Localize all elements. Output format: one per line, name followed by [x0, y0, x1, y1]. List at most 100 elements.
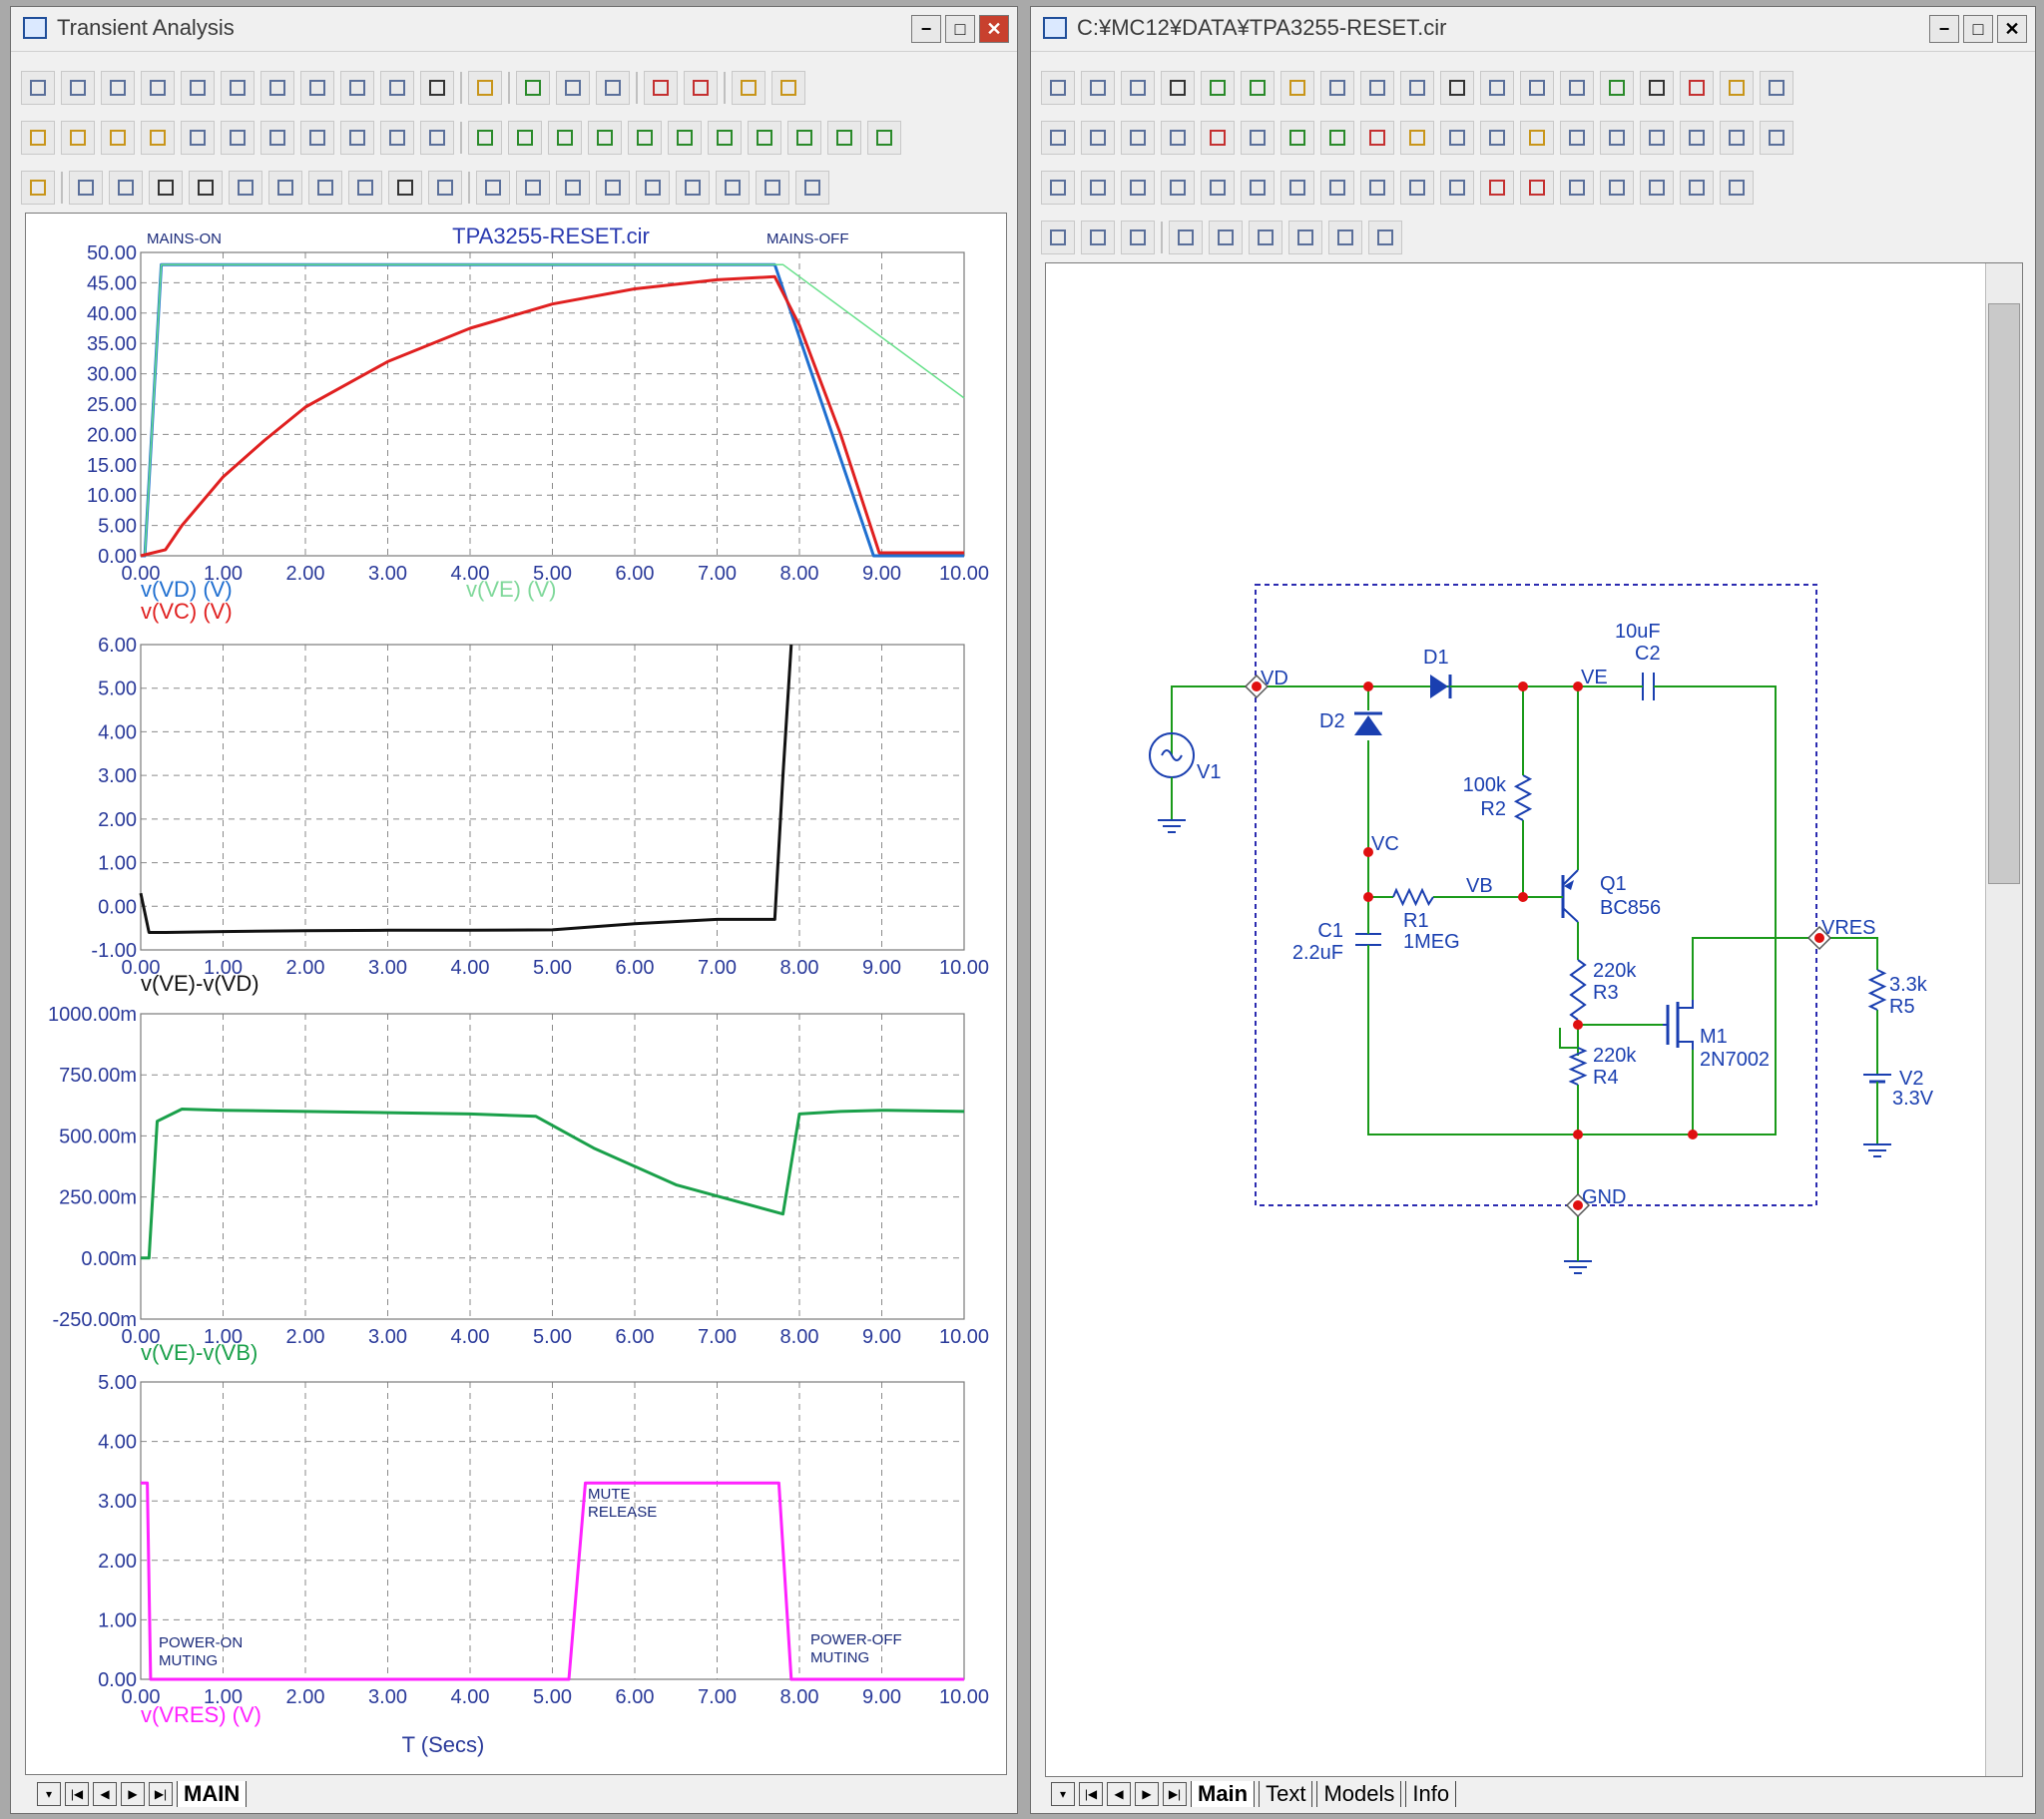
page-scroll-icon[interactable] — [1121, 171, 1155, 205]
diagonal-wire-icon[interactable] — [1201, 71, 1235, 105]
maximize-button[interactable]: □ — [1963, 15, 1993, 43]
maximize-button[interactable]: □ — [945, 15, 975, 43]
align-top-icon[interactable] — [1288, 221, 1322, 254]
bus-icon[interactable] — [1241, 71, 1275, 105]
condition-icon[interactable] — [1320, 121, 1354, 155]
node-numbers-icon[interactable] — [1121, 121, 1155, 155]
shape-icon[interactable] — [1320, 71, 1354, 105]
zoom-out-2-icon[interactable] — [268, 171, 302, 205]
info-icon[interactable] — [1520, 71, 1554, 105]
tab-info[interactable]: Info — [1405, 1781, 1457, 1807]
tag-horizontal-icon[interactable] — [300, 71, 334, 105]
tag-point-icon[interactable] — [260, 71, 294, 105]
power-icon[interactable] — [1280, 121, 1314, 155]
color-icon[interactable] — [428, 171, 462, 205]
zoom-in-icon[interactable] — [229, 171, 262, 205]
zoom-in-icon[interactable] — [1560, 171, 1594, 205]
text-icon[interactable] — [1161, 71, 1195, 105]
analysis-limits-icon[interactable] — [771, 71, 805, 105]
check-icon[interactable] — [1640, 71, 1674, 105]
align-top-icon[interactable] — [716, 171, 750, 205]
tab-main[interactable]: Main — [1191, 1781, 1256, 1807]
baseline-icon[interactable] — [149, 171, 183, 205]
schematic-titlebar[interactable]: C:¥MC12¥DATA¥TPA3255-RESET.cir − □ ✕ — [1031, 7, 2035, 52]
edit-page-icon[interactable] — [1201, 171, 1235, 205]
delete-page-icon[interactable] — [1520, 171, 1554, 205]
cursor-mode-icon[interactable] — [468, 121, 502, 155]
low-icon[interactable] — [141, 121, 175, 155]
minimize-button[interactable]: − — [1929, 15, 1959, 43]
cancel-icon[interactable] — [1280, 171, 1314, 205]
probe-icon[interactable] — [1680, 71, 1714, 105]
vertical-axis-icon[interactable] — [189, 171, 223, 205]
numeric-output-icon[interactable] — [69, 171, 103, 205]
zoom-y-icon[interactable] — [300, 121, 334, 155]
title-icon[interactable] — [1600, 121, 1634, 155]
zoom-xy-icon[interactable] — [340, 121, 374, 155]
wire[interactable] — [1522, 820, 1548, 898]
peak-cursor-icon[interactable] — [508, 121, 542, 155]
top-cursor-icon[interactable] — [787, 121, 821, 155]
align-middle-icon[interactable] — [756, 171, 789, 205]
run-icon[interactable] — [516, 71, 550, 105]
globe-icon[interactable] — [1600, 71, 1634, 105]
pin-names-icon[interactable] — [1360, 121, 1394, 155]
help-icon[interactable] — [1560, 71, 1594, 105]
rotate-icon[interactable] — [1720, 121, 1754, 155]
schematic-drawing[interactable]: V1D1D210uFC2100kR2R11MEGC12.2uFQ1BC85622… — [1149, 584, 1934, 1274]
window-icon[interactable] — [1400, 71, 1434, 105]
fit-icon[interactable] — [1640, 171, 1674, 205]
prev-tab-button[interactable]: ◀ — [1107, 1782, 1131, 1806]
diode-d1-icon[interactable] — [1430, 675, 1448, 698]
tab-models[interactable]: Models — [1316, 1781, 1402, 1807]
last-tab-button[interactable]: ▶| — [149, 1782, 173, 1806]
transient-analysis-window[interactable]: Transient Analysis − □ ✕ — [10, 6, 1018, 1814]
slope-icon[interactable] — [548, 121, 582, 155]
border-icon[interactable] — [1520, 121, 1554, 155]
grid-text-icon[interactable] — [1081, 121, 1115, 155]
peak-icon[interactable] — [21, 121, 55, 155]
zoom-x-icon[interactable] — [260, 121, 294, 155]
resistor-r4-icon[interactable] — [1568, 1047, 1588, 1086]
rise-cursor-icon[interactable] — [867, 121, 901, 155]
zoom-out-icon[interactable] — [1600, 171, 1634, 205]
first-tab-button[interactable]: |◀ — [1079, 1782, 1103, 1806]
global-high-icon[interactable] — [221, 121, 255, 155]
front-icon[interactable] — [1400, 171, 1434, 205]
probe-icon[interactable] — [1680, 171, 1714, 205]
align-bottom-icon[interactable] — [1368, 221, 1402, 254]
diode-d2-icon[interactable] — [1354, 715, 1382, 735]
optimize-icon[interactable] — [684, 71, 718, 105]
crosshair-icon[interactable] — [1440, 121, 1474, 155]
series-line-v-vres-v-[interactable] — [141, 1481, 964, 1681]
stepping-icon[interactable] — [644, 71, 678, 105]
flip-icon[interactable] — [1760, 121, 1793, 155]
scroll-thumb[interactable] — [1988, 303, 2020, 884]
pan-icon[interactable] — [1081, 71, 1115, 105]
paste-icon[interactable] — [21, 171, 55, 205]
table-icon[interactable] — [1440, 71, 1474, 105]
schematic-canvas[interactable]: V1D1D210uFC2100kR2R11MEGC12.2uFQ1BC85622… — [1046, 263, 1984, 1776]
grid-icon[interactable] — [1480, 121, 1514, 155]
close-button[interactable]: ✕ — [979, 15, 1009, 43]
next-tab-button[interactable]: ▶ — [121, 1782, 145, 1806]
warning-icon[interactable] — [1400, 121, 1434, 155]
find-next-icon[interactable] — [1081, 171, 1115, 205]
series-line-v-ve-v-vd-[interactable] — [139, 644, 793, 934]
copy-icon[interactable] — [1440, 171, 1474, 205]
attribute-text-icon[interactable] — [1041, 121, 1075, 155]
series-line-v-vc-v-[interactable] — [140, 274, 964, 558]
stop-icon[interactable] — [556, 71, 590, 105]
flag-icon[interactable] — [1360, 71, 1394, 105]
resistor-r5-icon[interactable] — [1867, 969, 1887, 1011]
align-center-icon[interactable] — [1209, 221, 1243, 254]
pan-icon[interactable] — [61, 71, 95, 105]
align-right-icon[interactable] — [676, 171, 710, 205]
page-list-icon[interactable] — [1161, 171, 1195, 205]
color-icon[interactable] — [1121, 221, 1155, 254]
shape-icon[interactable] — [101, 71, 135, 105]
